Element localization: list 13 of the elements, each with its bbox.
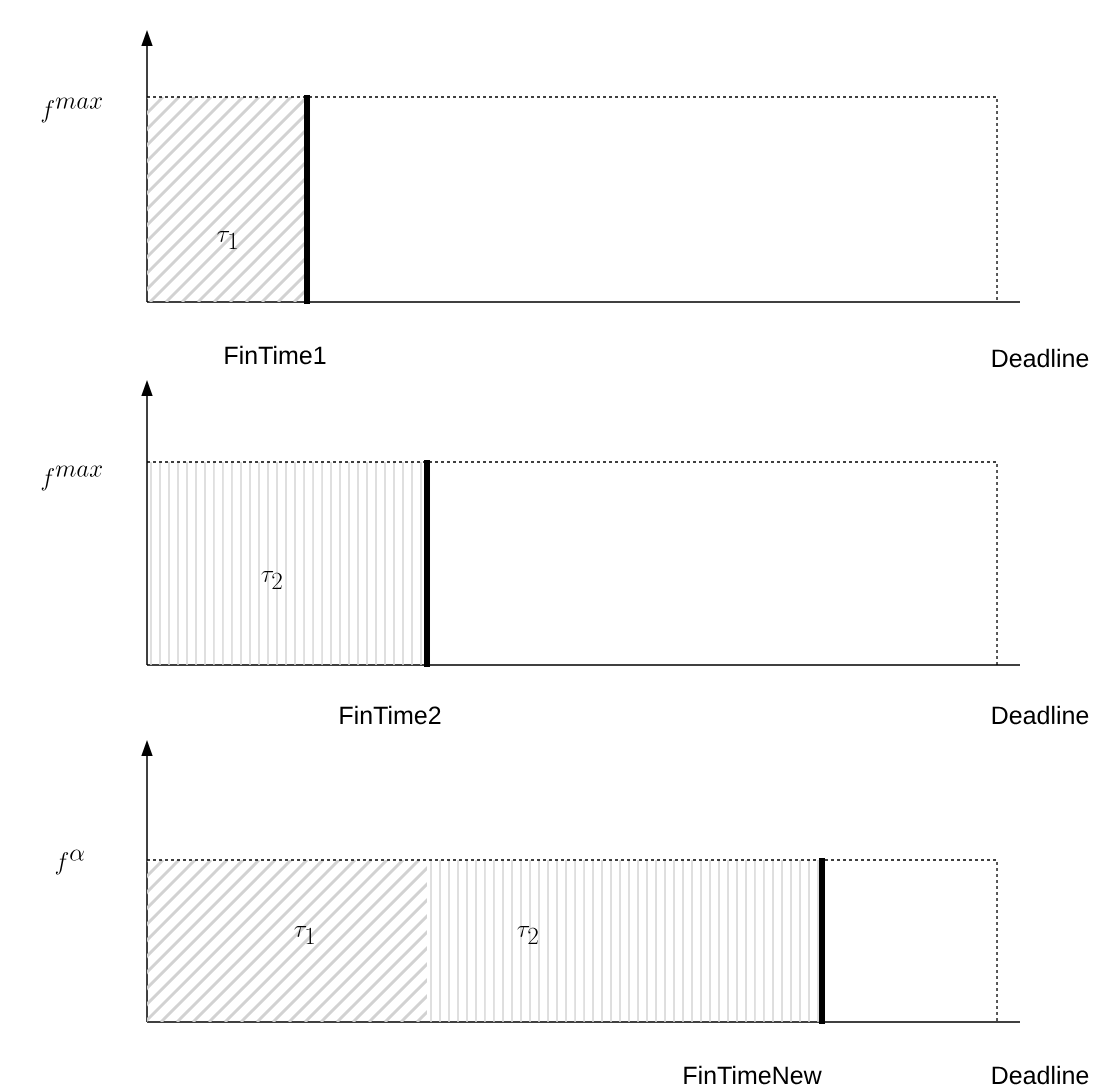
time-label: Deadline [992, 348, 1089, 368]
time-label: FinTimeNew [684, 1065, 822, 1085]
axis-label: $f^{\alpha}$ [55, 849, 84, 875]
time-label: FinTime2 [340, 705, 441, 725]
axis-label: $f^{max}$ [41, 97, 102, 123]
time-label: FinTime1 [225, 345, 326, 365]
axis-label: $f^{max}$ [41, 465, 102, 491]
task-block: $\tau_1$ [147, 860, 427, 1022]
task-block: $\tau_2$ [150, 462, 422, 665]
task-block: $\tau_1$ [147, 97, 307, 302]
time-label: Deadline [992, 705, 1089, 725]
task-block: $\tau_2$ [430, 860, 819, 1022]
time-label: Deadline [992, 1065, 1089, 1085]
